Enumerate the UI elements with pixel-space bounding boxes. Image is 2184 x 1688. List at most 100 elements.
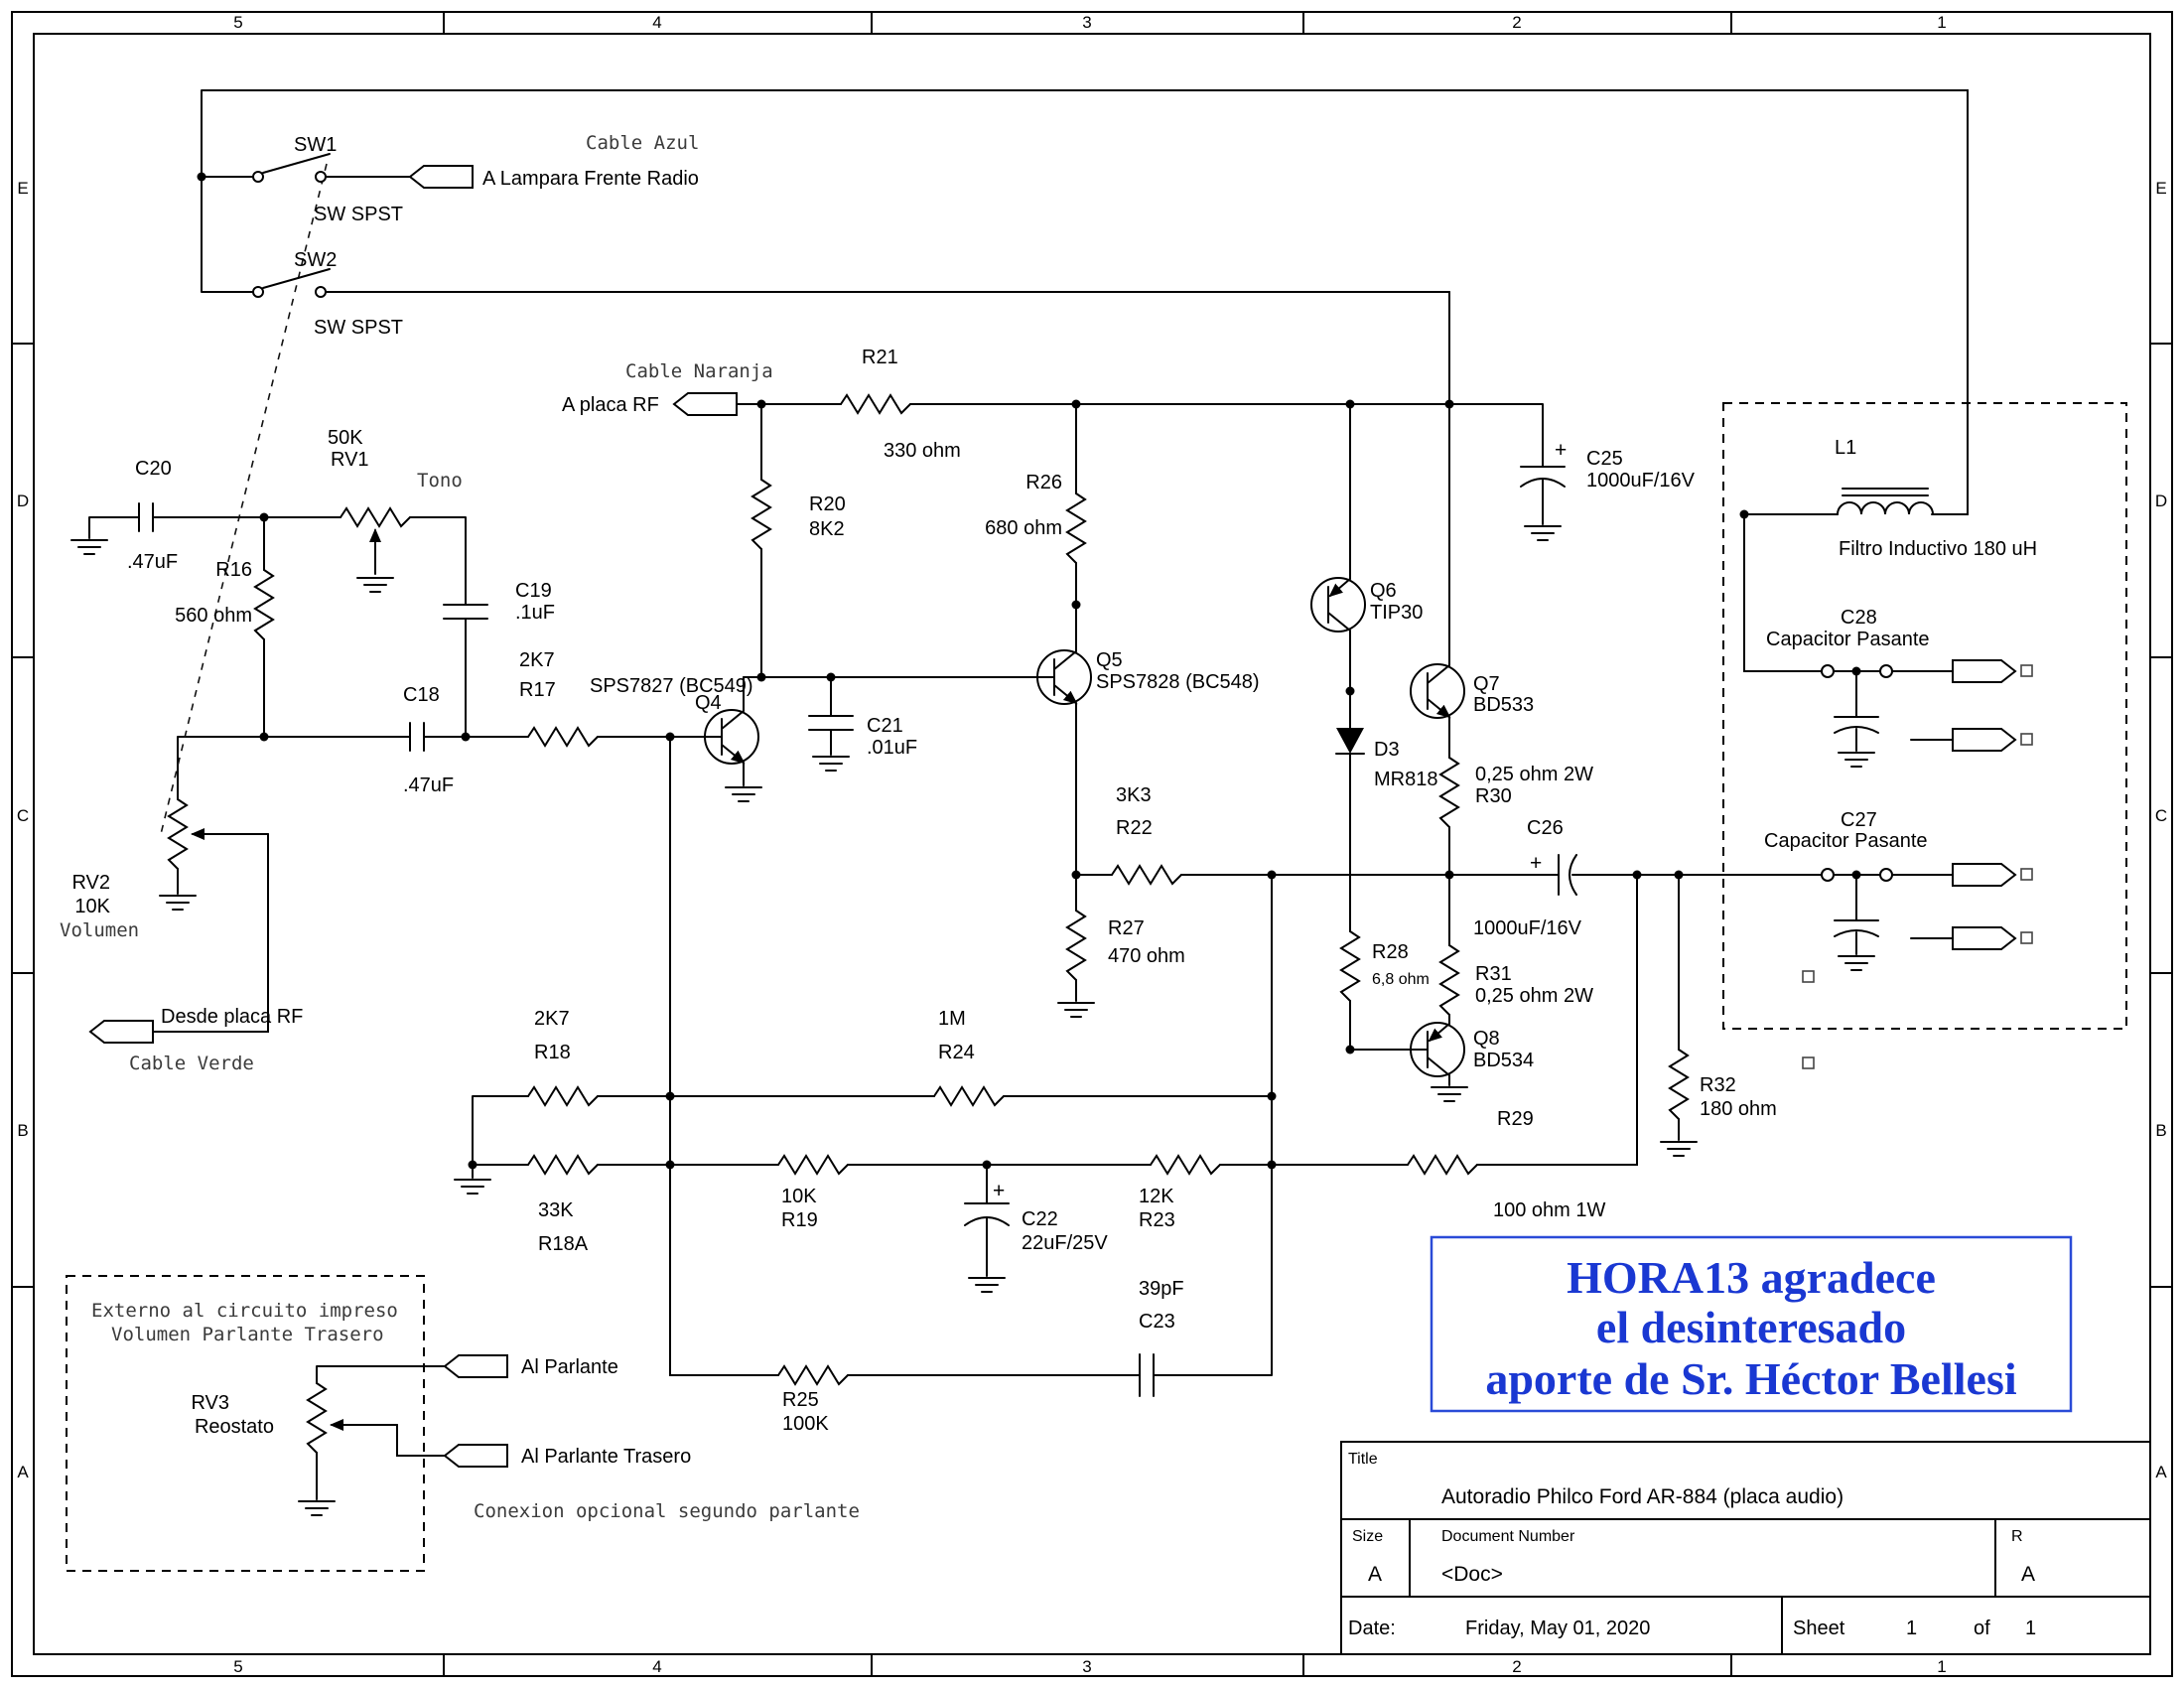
label-q8-ref: Q8 [1473,1028,1500,1050]
label-r19-ref: R19 [781,1209,818,1231]
title-block: Title Autoradio Philco Ford AR-884 (plac… [1340,1441,2151,1655]
zone-col-bottom-1: 1 [1937,1657,1946,1676]
switch-sw2: SW2 SW SPST [252,249,403,339]
capacitor-c20: C20 .47uF [70,458,178,573]
resistor-r30: 0,25 ohm 2W R30 [1439,757,1593,828]
label-rv2-value: 10K [74,896,110,917]
zone-col-top-1: 1 [1937,13,1946,32]
resistor-r16: R16 560 ohm [175,559,274,640]
label-r23-ref: R23 [1139,1209,1175,1231]
label-sw1-ref: SW1 [294,134,337,156]
capacitor-c19: C19 .1uF [443,580,555,624]
capacitor-c18: C18 .47uF [403,684,454,796]
label-rv3-value: Reostato [195,1416,274,1438]
label-r30-ref: R30 [1475,785,1512,807]
zone-col-top-2: 2 [1512,13,1521,32]
connector-from-rf: Desde placa RF Cable Verde [89,1006,303,1074]
c22-plus-sign: + [993,1180,1005,1202]
transistor-q8: Q8 BD534 [1410,1022,1534,1102]
label-r24-ref: R24 [938,1042,975,1063]
label-q5-ref: Q5 [1096,649,1123,671]
zone-col-bottom-2: 2 [1512,1657,1521,1676]
capacitor-c22: + C22 22uF/25V [964,1180,1108,1293]
label-r17-value: 2K7 [519,649,555,671]
credit-line1: HORA13 agradece [1567,1252,1936,1303]
label-cable-azul: Cable Azul [586,132,699,154]
label-rv1-note: Tono [417,470,463,492]
label-l1-value: Filtro Inductivo 180 uH [1839,538,2037,560]
label-external-line1: Externo al circuito impreso [91,1300,398,1322]
label-q4-value: SPS7827 (BC549) [590,675,753,697]
label-c21-ref: C21 [867,715,903,737]
label-c25-value: 1000uF/16V [1586,470,1696,492]
label-r32-value: 180 ohm [1700,1098,1777,1120]
label-c18-ref: C18 [403,684,440,706]
size-value: A [1368,1563,1382,1586]
zone-col-bottom-4: 4 [652,1657,661,1676]
inductor-l1: L1 Filtro Inductivo 180 uH [1835,437,2037,560]
label-c25-ref: C25 [1586,448,1623,470]
label-c26-value: 1000uF/16V [1473,917,1582,939]
label-d3-value: MR818 [1374,769,1437,790]
document-title: Autoradio Philco Ford AR-884 (placa audi… [1441,1485,1843,1508]
zone-row-left-c: C [17,806,29,825]
diode-d3: D3 MR818 [1335,728,1437,790]
label-q8-value: BD534 [1473,1050,1534,1071]
resistor-r24: 1M R24 [933,1008,1005,1106]
label-rv1-ref: RV1 [331,449,369,471]
label-c20-ref: C20 [135,458,172,480]
rev-value: A [2021,1563,2035,1586]
label-r20-ref: R20 [809,493,846,515]
junction-dots [197,172,1861,1170]
label-r22-ref: R22 [1116,817,1153,839]
label-r22-value: 3K3 [1116,784,1152,806]
zone-col-top-4: 4 [652,13,661,32]
label-r28-ref: R28 [1372,941,1409,963]
label-c19-ref: C19 [515,580,552,602]
sheet-number: 1 [1906,1618,1917,1639]
capacitor-c21: C21 .01uF [808,715,917,772]
rev-label: R [2011,1528,2023,1545]
label-r26-ref: R26 [1025,472,1062,493]
label-q5-value: SPS7828 (BC548) [1096,671,1260,693]
label-connector-lamp: A Lampara Frente Radio [482,168,699,190]
sheet-label: Sheet [1793,1618,1845,1639]
credit-line2: el desinteresado [1596,1302,1906,1352]
credit-line3: aporte de Sr. Héctor Bellesi [1485,1353,2017,1404]
label-rv3-ref: RV3 [191,1392,229,1414]
label-r25-value: 100K [782,1413,829,1435]
zone-row-right-b: B [2155,1121,2166,1140]
label-q6-ref: Q6 [1370,580,1397,602]
label-c26-ref: C26 [1527,817,1564,839]
feedthrough-capacitor-c28: C28 Capacitor Pasante [1766,607,1930,768]
zone-col-top-5: 5 [233,13,242,32]
date-value: Friday, May 01, 2020 [1465,1618,1650,1639]
c25-plus-sign: + [1555,439,1567,462]
label-c23-ref: C23 [1139,1311,1175,1333]
capacitor-c26: + C26 1000uF/16V [1473,817,1582,939]
label-c28-ref: C28 [1841,607,1877,629]
zone-col-bottom-5: 5 [233,1657,242,1676]
transistor-q5: Q5 SPS7828 (BC548) [1036,604,1260,705]
net-stub-marks [1802,664,2033,1069]
label-r19-value: 10K [781,1186,817,1207]
resistor-r18: 2K7 R18 [527,1008,599,1106]
resistor-r21: R21 330 ohm [840,347,961,462]
zone-row-right-c: C [2155,806,2167,825]
label-d3-ref: D3 [1374,739,1400,761]
connector-speaker: Al Parlante [444,1354,618,1378]
connector-to-rf: Cable Naranja A placa RF [562,360,773,416]
resistor-r32: R32 180 ohm [1669,1049,1777,1120]
zone-row-right-d: D [2155,492,2167,510]
connector-lamp: Cable Azul A Lampara Frente Radio [409,132,699,190]
label-optional-note: Conexion opcional segundo parlante [474,1500,860,1522]
label-c28-value: Capacitor Pasante [1766,629,1930,650]
zone-row-left-a: A [17,1463,29,1481]
label-r25-ref: R25 [782,1389,819,1411]
resistor-r25: R25 100K [777,1365,849,1435]
connector-speaker-rear: Al Parlante Trasero [444,1444,691,1468]
label-r29-value: 100 ohm 1W [1493,1199,1606,1221]
label-q6-value: TIP30 [1370,602,1423,624]
label-rv2-ref: RV2 [71,872,110,894]
resistor-r26: R26 680 ohm [985,472,1086,564]
